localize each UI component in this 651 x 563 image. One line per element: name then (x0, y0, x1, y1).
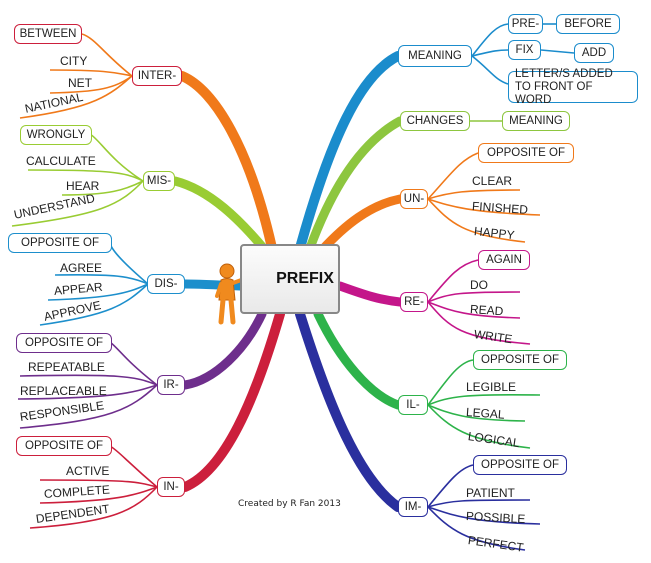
word-in-active: ACTIVE (66, 464, 110, 478)
word-il-legible: LEGIBLE (466, 380, 517, 394)
node-re-definition: AGAIN (478, 250, 530, 270)
branch-mis (170, 176, 270, 255)
node-il-definition: OPPOSITE OF (473, 350, 567, 370)
node-letters-added: LETTER/S ADDED TO FRONT OF WORD (508, 68, 638, 106)
node-meaning: MEANING (398, 45, 472, 67)
branch-dis (180, 279, 245, 291)
node-im: IM- (398, 497, 428, 517)
node-dis: DIS- (147, 274, 185, 294)
center-node-prefix: PREFIX (240, 244, 340, 314)
node-before: BEFORE (556, 14, 620, 34)
word-un-clear: CLEAR (472, 174, 513, 188)
word-re-do: DO (470, 278, 488, 292)
branch-changes (305, 116, 405, 253)
node-changes: CHANGES (400, 111, 470, 131)
branch-im (295, 309, 403, 512)
branch-inter (177, 71, 277, 253)
node-in-definition: OPPOSITE OF (16, 436, 112, 456)
node-inter: INTER- (132, 66, 182, 86)
node-ir-definition: OPPOSITE OF (16, 333, 112, 353)
word-mis-hear: HEAR (66, 179, 100, 193)
branch-ir (180, 309, 267, 390)
word-mis-calculate: CALCULATE (26, 154, 96, 168)
word-ir-repeatable: REPEATABLE (28, 360, 105, 374)
node-add: ADD (574, 43, 614, 63)
node-changes-meaning: MEANING (502, 111, 570, 131)
word-dis-agree: AGREE (60, 261, 103, 275)
branch-meaning (295, 51, 403, 253)
branch-un (317, 194, 405, 255)
branch-re (335, 281, 405, 307)
credit-text: Created by R Fan 2013 (238, 499, 341, 509)
node-il: IL- (398, 395, 428, 415)
word-re-read: READ (469, 302, 504, 319)
node-dis-definition: OPPOSITE OF (8, 233, 112, 253)
node-mis-definition: WRONGLY (20, 125, 92, 145)
node-mis: MIS- (143, 171, 175, 191)
node-re: RE- (400, 292, 428, 312)
node-un: UN- (400, 189, 428, 209)
node-fix: FIX (508, 40, 541, 60)
word-im-patient: PATIENT (466, 486, 515, 500)
word-inter-city: CITY (60, 54, 88, 68)
word-ir-replaceable: REPLACEABLE (20, 384, 107, 398)
node-im-definition: OPPOSITE OF (473, 455, 567, 475)
node-pre: PRE- (508, 14, 543, 34)
word-il-legal: LEGAL (465, 405, 506, 422)
branch-il (313, 309, 403, 410)
word-inter-net: NET (68, 76, 92, 90)
node-inter-definition: BETWEEN (14, 24, 82, 44)
branch-in (180, 309, 285, 492)
presenter-figure-icon (215, 263, 245, 325)
node-un-definition: OPPOSITE OF (478, 143, 574, 163)
node-in: IN- (157, 477, 185, 497)
node-ir: IR- (157, 375, 185, 395)
